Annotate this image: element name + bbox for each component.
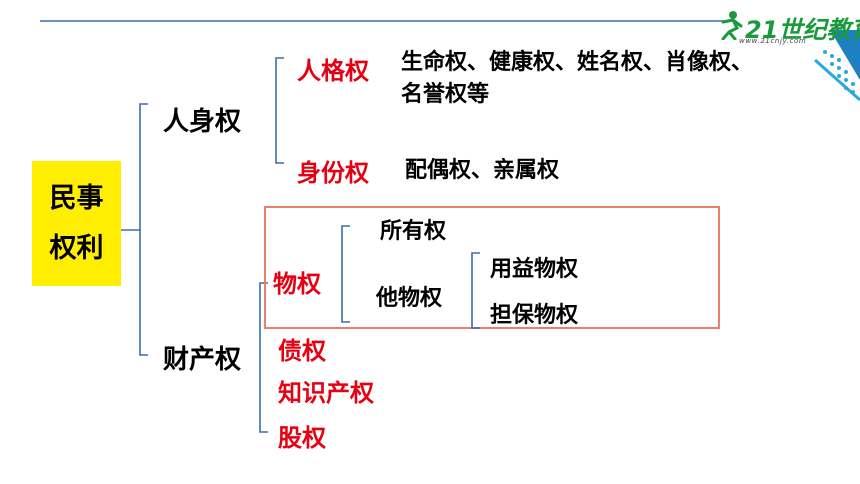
property-rights-label: 财产权 — [163, 345, 242, 375]
root-node: 民事 权利 — [32, 161, 121, 286]
personality-rights-desc-line1: 生命权、健康权、姓名权、肖像权、 — [401, 50, 754, 75]
security-interest-label: 担保物权 — [490, 303, 579, 328]
root-bracket — [139, 103, 148, 356]
root-label-line2: 权利 — [49, 233, 104, 264]
personality-rights-desc-line2: 名誉权等 — [401, 82, 490, 107]
personal-rights-label: 人身权 — [163, 107, 242, 137]
real-right-bracket — [341, 225, 350, 323]
ownership-label: 所有权 — [380, 219, 447, 244]
logo-site: www.21cnjy.com — [739, 37, 807, 45]
personal-bracket — [275, 57, 284, 164]
corner-stripe — [814, 58, 860, 102]
runner-icon — [721, 11, 743, 40]
limited-right-bracket — [471, 252, 480, 329]
real-right-highlight-box — [264, 206, 720, 329]
root-label-line1: 民事 — [49, 183, 104, 214]
creditor-rights-label: 债权 — [278, 337, 326, 365]
usufruct-label: 用益物权 — [490, 257, 579, 282]
corner-accent — [830, 30, 860, 80]
real-right-label: 物权 — [273, 270, 321, 298]
personality-rights-label: 人格权 — [297, 57, 369, 85]
equity-rights-label: 股权 — [278, 424, 326, 452]
identity-rights-desc: 配偶权、亲属权 — [405, 158, 560, 183]
ip-rights-label: 知识产权 — [278, 379, 374, 407]
limited-rights-label: 他物权 — [376, 286, 443, 311]
identity-rights-label: 身份权 — [297, 159, 369, 187]
logo-brand: 21世纪教育 — [745, 16, 860, 44]
logo: 21世纪教育 www.21cnjy.com — [715, 8, 860, 48]
